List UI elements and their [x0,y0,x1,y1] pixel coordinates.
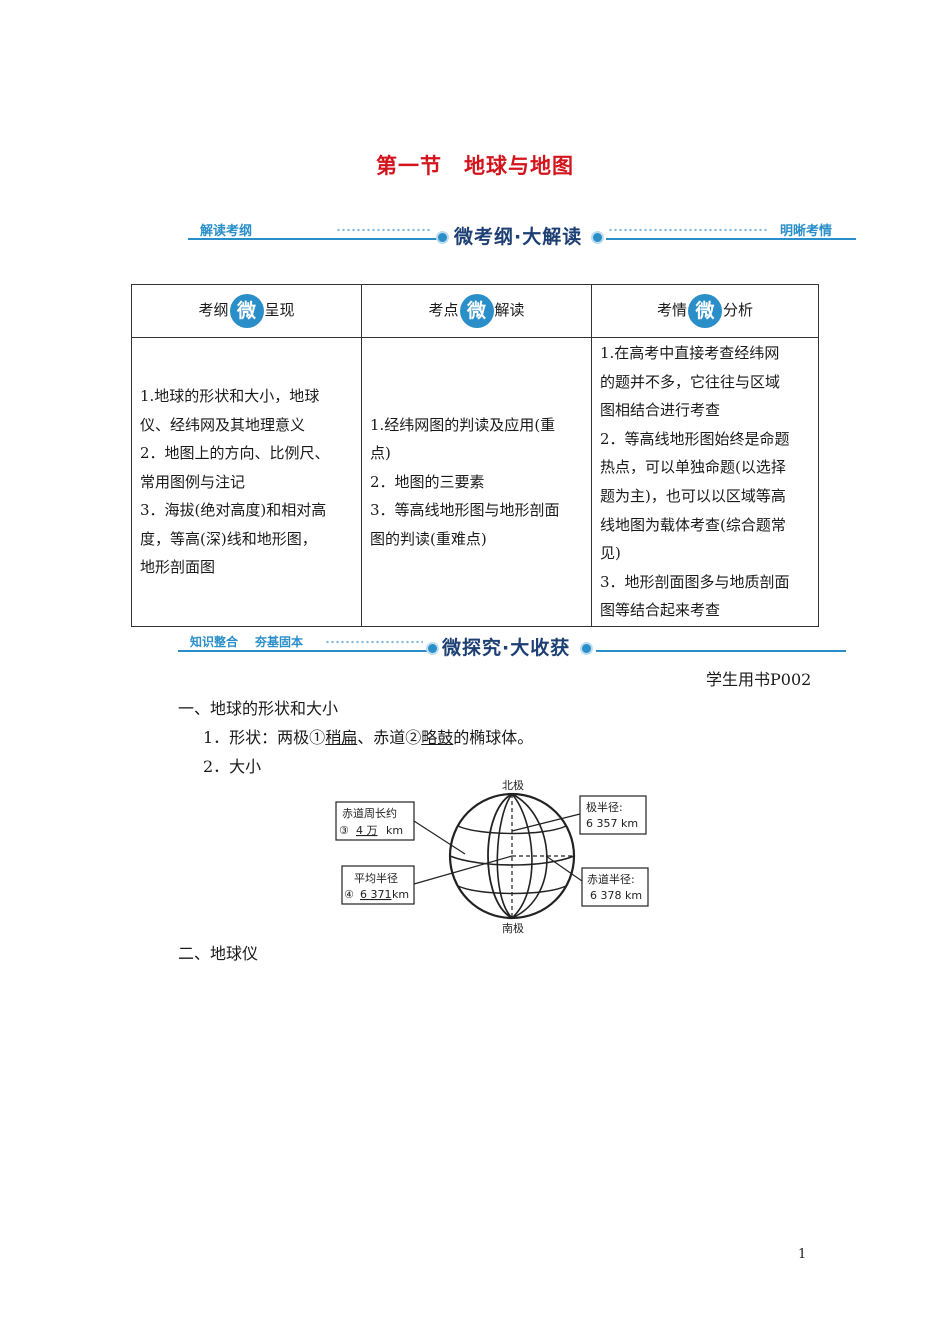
page-number: 1 [798,1247,807,1262]
cell-line: 2．等高线地形图始终是命题 [600,429,790,448]
header-text: 解读 [494,301,525,319]
cell-line: 3．等高线地形图与地形剖面 [370,501,560,520]
cell-line: 的题并不多，它往往与区域 [600,372,781,391]
cell-line: 3．地形剖面图多与地质剖面 [600,572,790,591]
header-cell-analysis: 考情微分析 [591,284,819,338]
cell-line: 见) [600,544,621,563]
average-radius-box [341,865,415,905]
average-radius-label: 平均半径 [354,871,398,885]
section-heading: 二、地球仪 [178,944,259,963]
equator-circumference-label: 赤道周长约 [342,806,397,820]
answer-blank: 稍扁 [325,728,358,747]
equator-circumference-box [335,801,415,841]
polar-radius-box [579,795,647,835]
banner-left-label: 解读考纲 [200,224,253,239]
equatorial-radius-label: 赤道半径: [587,872,635,886]
meridian-line [511,793,533,919]
parallel-line [457,825,567,835]
shape-statement: 1．形状：两极①稍扁、赤道②略鼓的椭球体。 [203,724,533,748]
equatorial-radius-value: 6 378 km [590,889,642,902]
wei-badge-icon: 微 [229,294,264,328]
cell-line: 题为主)，也可以以区域等高 [600,487,786,505]
cell-line: 1.经纬网图的判读及应用(重 [370,415,556,434]
banner-rule-left [188,238,438,240]
header-cell-points: 考点微解读 [361,284,592,338]
banner-right-label: 明晰考情 [780,224,833,239]
cell-line: 图相结合进行考查 [600,401,721,420]
average-radius-unit: km [392,888,409,901]
cell-line: 3．海拔(绝对高度)和相对高 [140,501,327,520]
header-text: 考纲 [198,301,229,319]
points-cell: 1.经纬网图的判读及应用(重 点) 2．地图的三要素 3．等高线地形图与地形剖面… [361,337,592,627]
banner-bullet-icon [426,642,439,655]
wei-badge-icon: 微 [459,294,494,328]
equator-circumference-value: 4 万 [356,824,378,837]
equator-circumference-unit: km [386,824,403,837]
shape-text: 的椭球体。 [453,728,534,747]
earth-size-diagram: 北极 南极 赤道周长约 ③ 4 万 km 平均半径 ④ 6 371 km 极半径… [335,778,649,935]
header-text: 呈现 [264,301,295,319]
table-body-row: 1.地球的形状和大小，地球 仪、经纬网及其地理意义 2．地图上的方向、比例尺、 … [131,337,819,627]
banner-dots-left [336,227,431,233]
north-pole-label: 北极 [502,778,524,792]
banner-rule-left [178,650,430,652]
leader-line [413,855,513,885]
polar-radius-value: 6 357 km [586,817,638,830]
banner-title: 微考纲·大解读 [454,226,583,248]
header-cell-outline: 考纲微呈现 [131,284,362,338]
banner-rule-right [596,650,846,652]
cell-line: 热点，可以单独命题(以选择 [600,458,786,477]
cell-line: 1.地球的形状和大小，地球 [140,386,320,405]
cell-line: 常用图例与注记 [140,472,246,491]
banner-bullet-icon [591,231,604,244]
page-title: 第一节 地球与地图 [376,154,574,178]
cell-line: 2．地图的三要素 [370,472,485,491]
table-header-row: 考纲微呈现 考点微解读 考情微分析 [131,284,819,338]
book-reference: 学生用书P002 [706,670,812,689]
south-pole-label: 南极 [502,921,524,935]
shape-text: 1．形状：两极① [203,728,326,747]
cell-line: 地形剖面图 [140,558,216,577]
cell-line: 2．地图上的方向、比例尺、 [140,444,330,463]
average-radius-value: 6 371 [360,888,392,901]
answer-blank: 略鼓 [421,728,454,747]
banner-title: 微探究·大收获 [442,637,571,659]
outline-cell: 1.地球的形状和大小，地球 仪、经纬网及其地理意义 2．地图上的方向、比例尺、 … [131,337,362,627]
banner-rule-right [606,238,856,240]
cell-line: 图等结合起来考查 [600,601,721,620]
wei-badge-icon: 微 [688,294,722,328]
cell-line: 1.在高考中直接考查经纬网 [600,344,780,363]
blank-number-3: ③ [339,824,349,837]
header-text: 考情 [656,301,687,319]
blank-number-4: ④ [344,888,354,901]
header-text: 考点 [428,301,459,319]
cell-line: 点) [370,444,391,463]
equatorial-radius-box [581,867,649,907]
banner-bullet-icon [436,231,449,244]
banner-left-label: 知识整合 [190,635,239,649]
leader-line [511,813,581,832]
banner-left-label-2: 夯基固本 [255,635,304,649]
cell-line: 仪、经纬网及其地理意义 [140,415,306,434]
header-text: 分析 [723,301,754,319]
banner-dots-right [608,227,768,233]
polar-radius-label: 极半径: [586,800,623,814]
leader-line [413,820,466,855]
shape-text: 、赤道② [357,728,422,747]
analysis-cell: 1.在高考中直接考查经纬网 的题并不多，它往往与区域 图相结合进行考查 2．等高… [591,337,819,627]
cell-line: 图的判读(重难点) [370,529,487,548]
size-label: 2．大小 [203,757,262,776]
meridian-line [487,793,513,919]
banner-dots-left [325,639,423,645]
section-heading: 一、地球的形状和大小 [178,699,339,718]
banner-bullet-icon [580,642,593,655]
leader-line [545,855,583,882]
exam-outline-table: 考纲微呈现 考点微解读 考情微分析 1.地球的形状和大小，地球 仪、经纬网及其地… [131,284,819,627]
meridian-line [496,793,513,919]
cell-line: 线地图为载体考查(综合题常 [600,515,786,534]
cell-line: 度，等高(深)线和地形图， [140,529,317,548]
